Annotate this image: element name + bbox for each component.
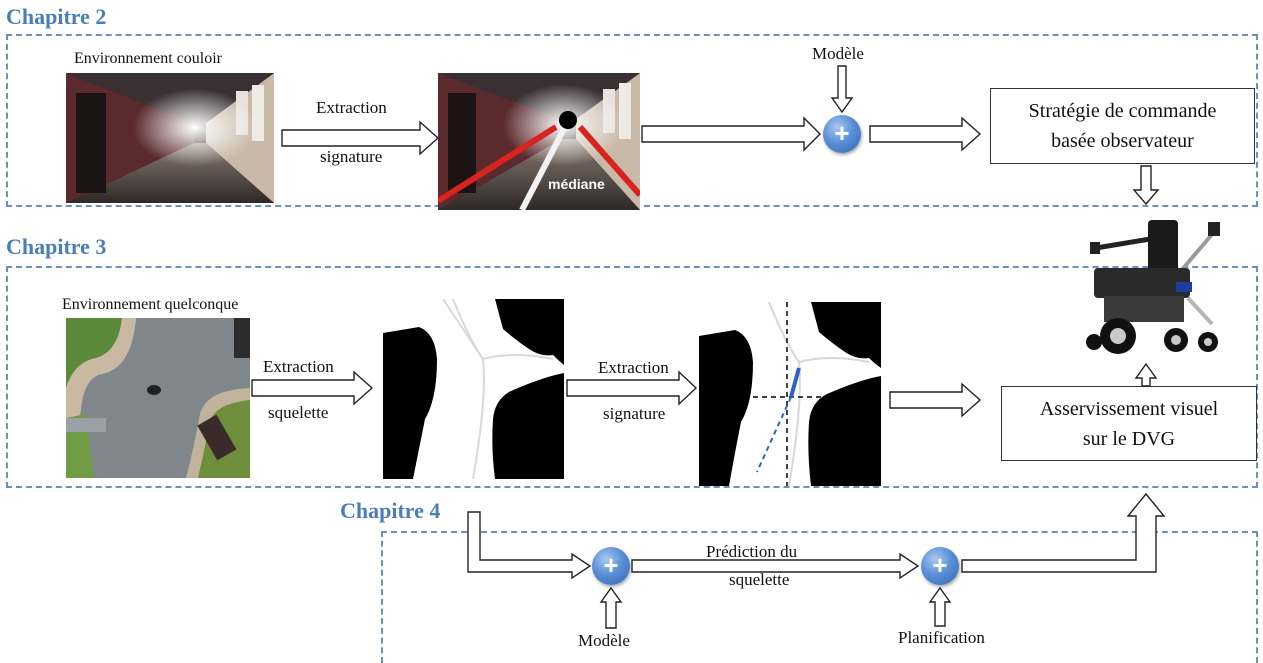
ch2-model-label: Modèle bbox=[812, 44, 864, 63]
arrow-ch2-model-down bbox=[830, 65, 854, 114]
left-wall-line bbox=[438, 124, 558, 204]
arrow-servo-up bbox=[1134, 362, 1158, 387]
chapter-2-title: Chapitre 2 bbox=[6, 4, 107, 29]
strategy-line-2: basée observateur bbox=[1051, 130, 1194, 152]
corridor-signature-image: médiane bbox=[438, 73, 640, 210]
right-wall-line bbox=[577, 125, 640, 197]
median-line bbox=[519, 121, 570, 210]
any-env-label: Environnement quelconque bbox=[62, 296, 239, 313]
ch2-signature-label: signature bbox=[320, 147, 383, 166]
arrow-ch4-prediction bbox=[631, 552, 920, 580]
ch4-sum-node-1: + bbox=[592, 547, 630, 585]
median-label: médiane bbox=[548, 176, 605, 192]
arrow-ch4-to-servo bbox=[961, 492, 1166, 573]
arrow-ch2-to-sum bbox=[641, 116, 821, 152]
servo-line-2: sur le DVG bbox=[1082, 427, 1176, 450]
prediction-line-2: squelette bbox=[729, 570, 790, 589]
arrow-ch2-extraction bbox=[281, 120, 440, 156]
arrow-strategy-down bbox=[1132, 165, 1160, 206]
chapter-3-title: Chapitre 3 bbox=[6, 234, 107, 259]
arrow-ch3-to-servo bbox=[889, 382, 982, 418]
planning-label: Planification bbox=[898, 628, 985, 647]
arrow-ch3-extraction-signature bbox=[566, 370, 698, 406]
arrow-ch2-to-strategy bbox=[869, 116, 982, 152]
signature-segment bbox=[789, 367, 801, 398]
ch3-extraction2-label: Extraction bbox=[598, 358, 669, 377]
corridor-env-label: Environnement couloir bbox=[74, 50, 222, 67]
arrow-ch4-planning-up bbox=[928, 586, 952, 627]
chapter-4-title: Chapitre 4 bbox=[340, 498, 441, 523]
corridor-image bbox=[66, 73, 274, 203]
ch2-extraction-label: Extraction bbox=[316, 98, 387, 117]
signature-projection bbox=[756, 396, 792, 473]
chapter-4-region bbox=[381, 531, 1258, 663]
ch3-signature-label: signature bbox=[603, 404, 666, 423]
skeleton-image bbox=[383, 299, 564, 479]
visual-servoing-box: Asservissement visuel sur le DVG bbox=[1001, 386, 1257, 461]
skeleton-signature-image bbox=[699, 302, 881, 486]
aerial-environment-image bbox=[66, 318, 250, 478]
prediction-line-1: Prédiction du bbox=[706, 542, 798, 561]
arrow-ch4-model-up bbox=[599, 586, 623, 629]
ch4-sum-node-2: + bbox=[921, 547, 959, 585]
arrow-ch4-input bbox=[467, 511, 592, 580]
servo-line-1: Asservissement visuel bbox=[1039, 397, 1219, 420]
observer-strategy-box: Stratégie de commande basée observateur bbox=[990, 88, 1255, 164]
arrow-ch3-extraction-skeleton bbox=[251, 370, 374, 406]
vanishing-point bbox=[559, 111, 577, 129]
strategy-line-1: Stratégie de commande bbox=[1028, 100, 1217, 122]
ch3-extraction1-label: Extraction bbox=[263, 357, 334, 376]
chapter-3-region bbox=[6, 266, 1258, 488]
wheelchair-image bbox=[1076, 212, 1226, 362]
ch3-squelette-label: squelette bbox=[268, 403, 329, 422]
ch2-sum-node: + bbox=[823, 115, 861, 153]
ch4-model-label: Modèle bbox=[578, 631, 630, 650]
